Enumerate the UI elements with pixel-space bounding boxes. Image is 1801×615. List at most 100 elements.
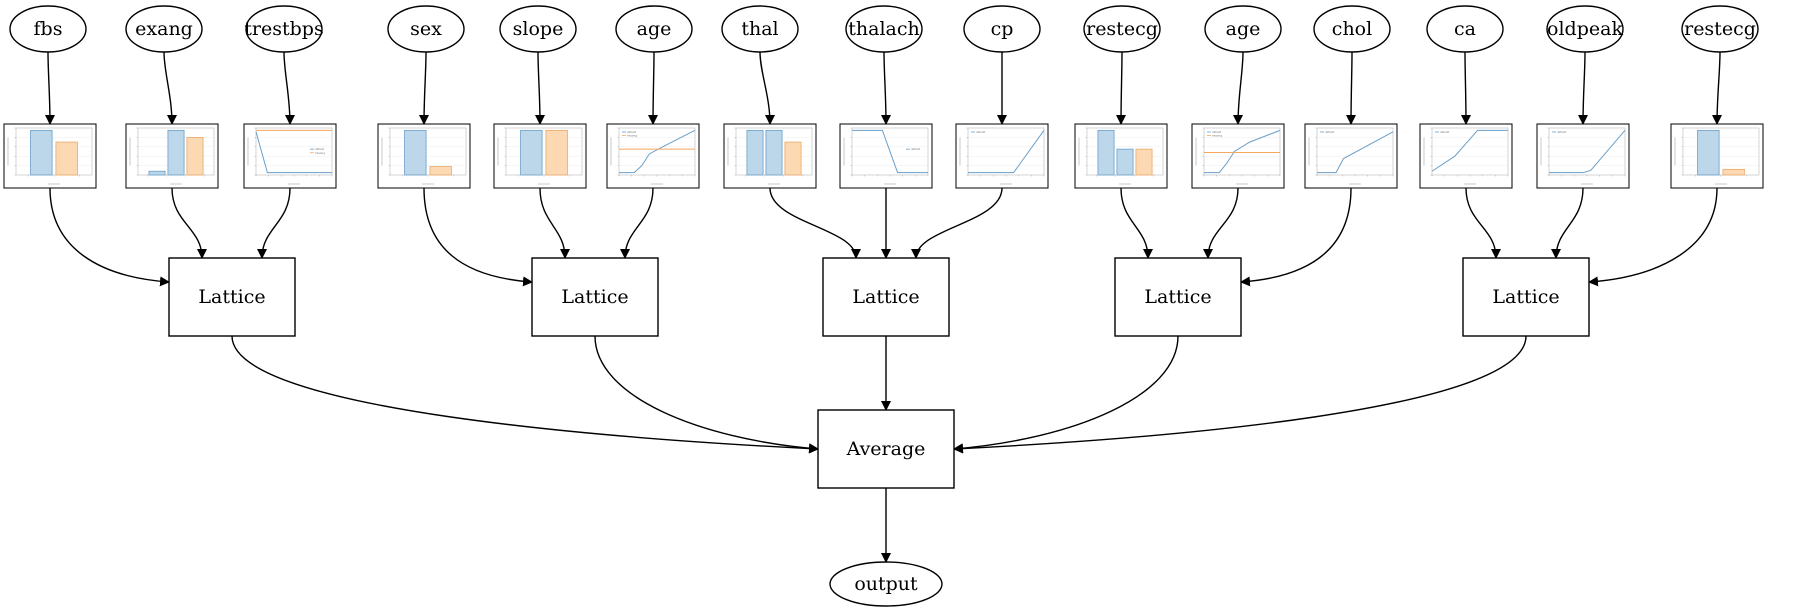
- legend-entry: default: [1440, 130, 1449, 134]
- plot-area: [1316, 127, 1394, 176]
- lattice-node: Lattice: [1114, 257, 1242, 337]
- lattice-node: Lattice: [822, 257, 950, 337]
- edge-calibrator-lattice: [1551, 187, 1584, 259]
- edge-calibrator-lattice: [911, 187, 1003, 259]
- calibrator-line: [1317, 131, 1394, 174]
- calibrator-bar: [1116, 148, 1134, 176]
- plot-area: [15, 127, 93, 176]
- input-node: cp: [963, 5, 1041, 53]
- calibrator-line: [968, 130, 1045, 174]
- input-node-label: fbs: [34, 18, 63, 40]
- input-node-label: ca: [1454, 18, 1476, 40]
- plot-area: [389, 127, 467, 176]
- legend-entry: default: [911, 147, 920, 151]
- lattice-label: Lattice: [561, 286, 628, 308]
- legend-entry: default: [1212, 130, 1221, 134]
- input-node-ellipse: [387, 5, 465, 53]
- plot-area: [618, 127, 696, 176]
- calibrator-plot: default: [839, 123, 933, 189]
- lattice-node: Lattice: [531, 257, 659, 337]
- output-label: output: [854, 573, 918, 595]
- input-node-ellipse: [1546, 5, 1624, 53]
- input-node: age: [1204, 5, 1282, 53]
- legend-entry: default: [976, 130, 985, 134]
- calibrator-line: [852, 129, 928, 174]
- input-node: oldpeak: [1546, 5, 1624, 53]
- plot-area: [1203, 127, 1281, 176]
- input-node-label: chol: [1332, 18, 1372, 40]
- input-node-label: sex: [410, 18, 442, 40]
- edge-input-calibrator: [163, 51, 177, 125]
- input-node-label: age: [637, 18, 672, 40]
- calibrator-plot: default: [1304, 123, 1398, 189]
- input-node-ellipse: [1083, 5, 1161, 53]
- lattice-box: [1114, 257, 1242, 337]
- input-node-label: exang: [135, 18, 193, 40]
- edge-lattice-average: [953, 335, 1179, 454]
- edge-input-calibrator: [44, 51, 55, 125]
- edge-input-calibrator: [1346, 51, 1357, 125]
- legend-entry: missing: [315, 151, 325, 155]
- edge-calibrator-lattice: [769, 187, 861, 259]
- calibrator-plot: [125, 123, 219, 189]
- input-node: restecg: [1083, 5, 1161, 53]
- edge-input-calibrator: [1578, 51, 1589, 125]
- edge-calibrator-lattice: [1465, 187, 1501, 259]
- edge-lattice-average: [231, 335, 819, 454]
- calibrator-plot: [3, 123, 97, 189]
- legend-entry: default: [315, 147, 324, 151]
- edge-lattice-average: [953, 335, 1527, 454]
- calibrator-line: [1549, 130, 1626, 174]
- legend-entry: missing: [627, 134, 637, 138]
- lattice-label: Lattice: [852, 286, 919, 308]
- calibrator-plot: [1670, 123, 1764, 189]
- input-node-ellipse: [499, 5, 577, 53]
- calibrator-bar: [545, 129, 568, 176]
- plot-area: [505, 127, 583, 176]
- input-node-ellipse: [1681, 5, 1759, 53]
- lattice-box: [168, 257, 296, 337]
- input-node: age: [615, 5, 693, 53]
- edge-calibrator-lattice: [257, 187, 291, 259]
- input-node-ellipse: [721, 5, 799, 53]
- lattice-box: [822, 257, 950, 337]
- input-node-ellipse: [845, 5, 923, 53]
- legend-entry: missing: [1212, 134, 1222, 138]
- calibrator-plot: default: [955, 123, 1049, 189]
- input-node: restecg: [1681, 5, 1759, 53]
- calibrator-bar: [1097, 129, 1115, 176]
- calibrator-bar: [55, 141, 78, 176]
- plot-area: [255, 127, 333, 176]
- input-node-ellipse: [9, 5, 87, 53]
- lattice-node: Lattice: [168, 257, 296, 337]
- legend-entry: default: [627, 130, 636, 134]
- input-node: exang: [125, 5, 203, 53]
- input-node-ellipse: [615, 5, 693, 53]
- calibrator-plot: [1074, 123, 1168, 189]
- input-node: thal: [721, 5, 799, 53]
- calibrator-bar: [167, 129, 185, 176]
- edge-calibrator-lattice: [1203, 187, 1239, 259]
- calibrator-bar: [520, 129, 543, 176]
- edge-calibrator-lattice: [423, 187, 533, 287]
- calibrator-plot: [377, 123, 471, 189]
- edge-input-calibrator: [648, 51, 659, 125]
- input-node-ellipse: [125, 5, 203, 53]
- calibrator-plot: [493, 123, 587, 189]
- calibrator-plot: default: [1536, 123, 1630, 189]
- edge-input-calibrator: [1116, 51, 1127, 125]
- calibrator-plot: [723, 123, 817, 189]
- calibrator-bar: [429, 166, 452, 176]
- input-node-label: trestbps: [244, 18, 323, 40]
- edge-calibrator-lattice: [1240, 187, 1352, 287]
- input-node-label: cp: [991, 18, 1014, 40]
- calibrator-line: [255, 131, 332, 174]
- calibrator-bar: [148, 170, 166, 176]
- edge-calibrator-lattice: [171, 187, 207, 259]
- input-node: fbs: [9, 5, 87, 53]
- input-node: thalach: [845, 5, 923, 53]
- input-node-ellipse: [1313, 5, 1391, 53]
